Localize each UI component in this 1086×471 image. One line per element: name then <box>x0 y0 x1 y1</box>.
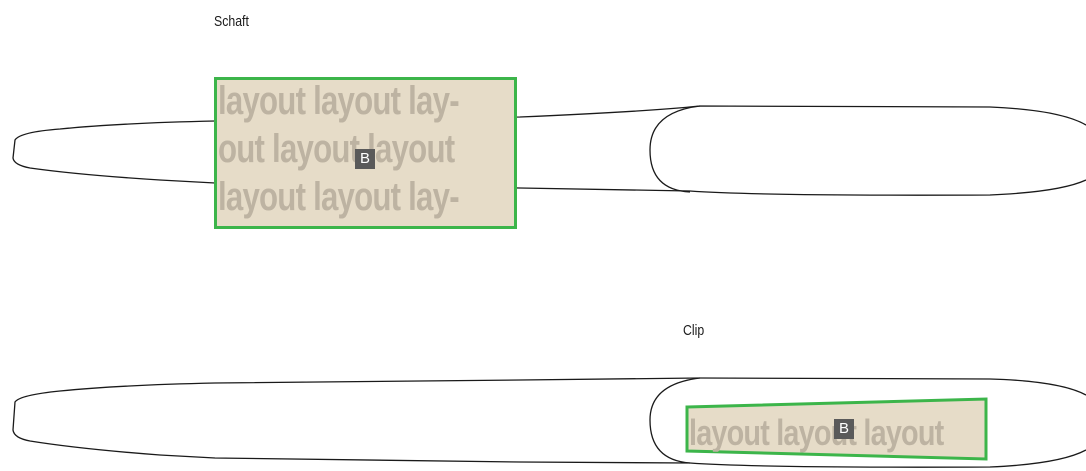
clip-label: Clip <box>683 322 705 339</box>
pen-top-barrel <box>12 105 1086 196</box>
pen-bottom-outline <box>12 377 1086 468</box>
pen-top-outline <box>12 105 1086 196</box>
schaft-filler-text: layout layout lay- out layout layout lay… <box>218 79 460 221</box>
schaft-print-area[interactable]: layout layout lay- out layout layout lay… <box>214 77 517 229</box>
pen-top-clip-head <box>649 105 701 193</box>
pen-bottom-barrel <box>12 377 1086 468</box>
clip-position-badge: B <box>834 419 854 439</box>
schaft-label: Schaft <box>214 13 249 30</box>
schaft-filler-line: out layout layout <box>218 127 455 171</box>
schaft-position-badge: B <box>355 149 375 169</box>
clip-filler-text: layout layout layout <box>689 412 944 453</box>
pen-bottom-clip-head <box>649 377 701 464</box>
schaft-filler-line: layout layout lay- <box>218 79 460 123</box>
schaft-filler-line: layout layout lay- <box>218 175 460 219</box>
